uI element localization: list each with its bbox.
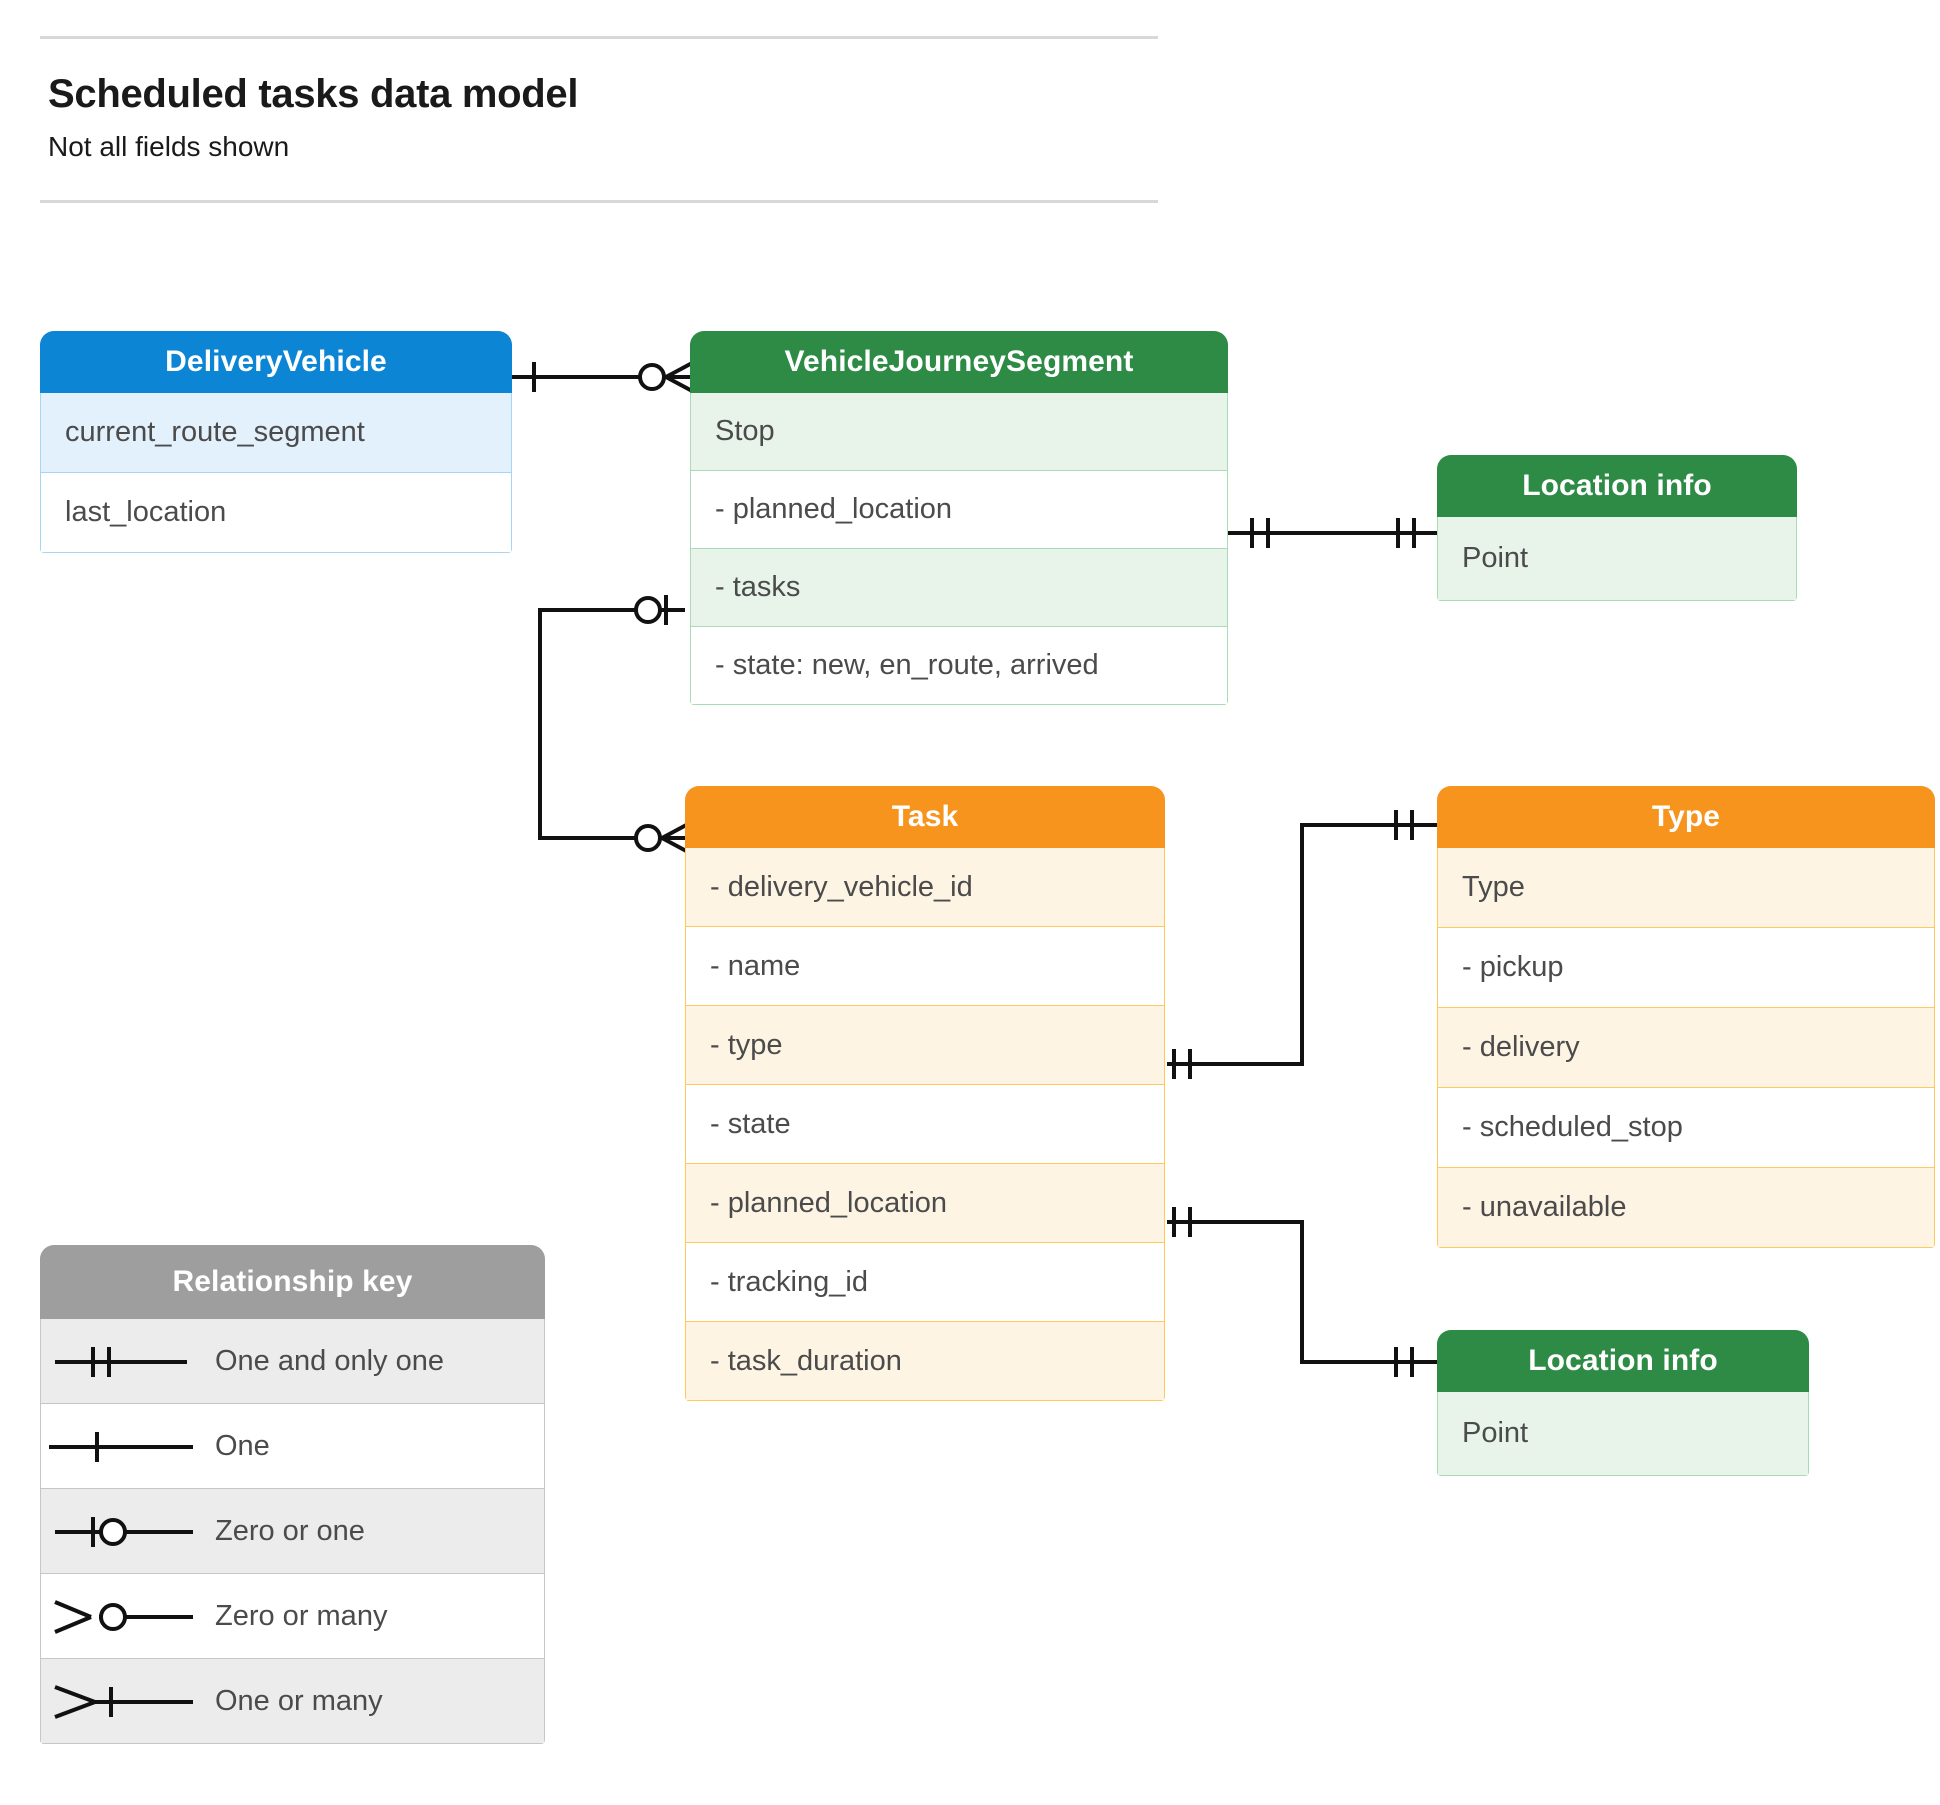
- one-icon: [41, 1404, 201, 1488]
- entity-vehicle-journey-segment[interactable]: VehicleJourneySegment Stop - planned_loc…: [690, 331, 1228, 705]
- entity-location-info-bottom[interactable]: Location info Point: [1437, 1330, 1809, 1476]
- entity-title-location-info: Location info: [1437, 1330, 1809, 1392]
- entity-field: - tracking_id: [685, 1243, 1165, 1322]
- entity-title-vehicle-journey-segment: VehicleJourneySegment: [690, 331, 1228, 393]
- entity-field: Point: [1437, 517, 1797, 601]
- entity-title-location-info: Location info: [1437, 455, 1797, 517]
- one-or-many-icon: [41, 1659, 201, 1743]
- entity-task[interactable]: Task - delivery_vehicle_id - name - type…: [685, 786, 1165, 1401]
- entity-field: Point: [1437, 1392, 1809, 1476]
- entity-type[interactable]: Type Type - pickup - delivery - schedule…: [1437, 786, 1935, 1248]
- entity-field: - delivery_vehicle_id: [685, 848, 1165, 927]
- connector-task-plannedlocation-to-locationinfo: [1167, 1207, 1437, 1377]
- entity-title-delivery-vehicle: DeliveryVehicle: [40, 331, 512, 393]
- entity-field: last_location: [40, 473, 512, 553]
- legend-label: One: [215, 1429, 270, 1462]
- legend-item-zero-or-one: Zero or one: [40, 1489, 545, 1574]
- legend-label: One or many: [215, 1684, 383, 1717]
- zero-or-many-icon: [41, 1574, 201, 1658]
- legend-title: Relationship key: [40, 1245, 545, 1319]
- legend-item-one-or-many: One or many: [40, 1659, 545, 1744]
- legend-label: Zero or one: [215, 1514, 365, 1547]
- entity-field: - state: new, en_route, arrived: [690, 627, 1228, 705]
- entity-field: - pickup: [1437, 928, 1935, 1008]
- entity-field: - planned_location: [685, 1164, 1165, 1243]
- entity-field: - task_duration: [685, 1322, 1165, 1401]
- entity-field: - delivery: [1437, 1008, 1935, 1088]
- legend-label: Zero or many: [215, 1599, 388, 1632]
- entity-field: Stop: [690, 393, 1228, 471]
- legend-item-one-and-only-one: One and only one: [40, 1319, 545, 1404]
- header-divider-top: [40, 36, 1158, 39]
- entity-field: - name: [685, 927, 1165, 1006]
- entity-field: - unavailable: [1437, 1168, 1935, 1248]
- connector-vjs-plannedlocation-to-locationinfo: [1228, 518, 1437, 548]
- entity-field: - tasks: [690, 549, 1228, 627]
- page-title: Scheduled tasks data model: [48, 72, 579, 116]
- entity-delivery-vehicle[interactable]: DeliveryVehicle current_route_segment la…: [40, 331, 512, 553]
- legend-item-zero-or-many: Zero or many: [40, 1574, 545, 1659]
- connector-task-type-to-type: [1167, 810, 1437, 1079]
- entity-field: current_route_segment: [40, 393, 512, 473]
- page-subtitle: Not all fields shown: [48, 131, 290, 162]
- entity-field: - state: [685, 1085, 1165, 1164]
- entity-title-type: Type: [1437, 786, 1935, 848]
- entity-field: Type: [1437, 848, 1935, 928]
- one-and-only-one-icon: [41, 1319, 201, 1403]
- entity-field: - type: [685, 1006, 1165, 1085]
- header-divider-bottom: [40, 200, 1158, 203]
- entity-location-info-top[interactable]: Location info Point: [1437, 455, 1797, 601]
- legend-label: One and only one: [215, 1344, 444, 1377]
- entity-title-task: Task: [685, 786, 1165, 848]
- entity-field: - planned_location: [690, 471, 1228, 549]
- entity-field: - scheduled_stop: [1437, 1088, 1935, 1168]
- connector-deliveryvehicle-to-vehiclejourneysegment: [512, 360, 695, 394]
- relationship-key-legend: Relationship key One and only one One: [40, 1245, 545, 1744]
- legend-item-one: One: [40, 1404, 545, 1489]
- connector-vjs-tasks-to-task: [538, 595, 691, 855]
- zero-or-one-icon: [41, 1489, 201, 1573]
